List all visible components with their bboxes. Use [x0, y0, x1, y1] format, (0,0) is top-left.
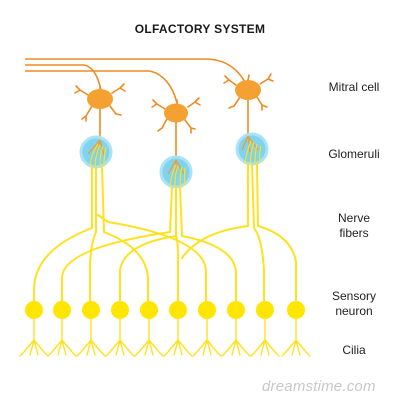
- cilia-7: [192, 318, 222, 357]
- mitral-axons: [25, 58, 249, 104]
- sensory-neurons: [25, 301, 305, 319]
- glomerulus-3: [235, 132, 269, 166]
- label-nerve-fibers-line1: Nerve: [337, 211, 370, 225]
- label-cilia: Cilia: [314, 343, 394, 358]
- sensory-neuron-7: [198, 301, 216, 319]
- nerve-fibers: [33, 163, 297, 309]
- label-nerve-fibers-line2: fibers: [339, 226, 369, 240]
- cilia-6: [163, 318, 193, 357]
- cilia-4: [105, 318, 135, 357]
- label-sensory-neuron-line1: Sensory: [331, 289, 377, 303]
- label-mitral-cell-text: Mitral cell: [328, 80, 380, 94]
- mitral-axon-1: [25, 64, 102, 91]
- cilia-10: [281, 318, 311, 357]
- cilia-2: [47, 318, 77, 357]
- cilia-1: [19, 318, 49, 357]
- label-mitral-cell: Mitral cell: [314, 80, 394, 95]
- mitral-cell-3: [223, 73, 274, 136]
- cilia-3: [76, 318, 106, 357]
- label-glomeruli: Glomeruli: [314, 147, 394, 162]
- cilia: [19, 318, 311, 357]
- mitral-cell-2: [151, 97, 201, 160]
- cilia-8: [221, 318, 251, 357]
- sensory-neuron-4: [111, 301, 129, 319]
- sensory-neuron-5: [140, 301, 158, 319]
- glomerulus-2: [159, 155, 193, 189]
- sensory-neuron-3: [82, 301, 100, 319]
- watermark: dreamstime.com: [262, 378, 376, 395]
- label-cilia-text: Cilia: [342, 343, 366, 357]
- mitral-cell-1: [74, 83, 126, 140]
- sensory-neuron-2: [53, 301, 71, 319]
- mitral-axon-2: [25, 70, 178, 104]
- cilia-5: [134, 318, 164, 357]
- sensory-neuron-6: [169, 301, 187, 319]
- label-sensory-neuron: Sensory neuron: [314, 289, 394, 319]
- diagram-title: OLFACTORY SYSTEM: [134, 22, 266, 36]
- glomerulus-1: [79, 135, 113, 169]
- sensory-neuron-8: [227, 301, 245, 319]
- mitral-axon-3: [25, 58, 249, 89]
- sensory-neuron-9: [256, 301, 274, 319]
- sensory-neuron-10: [287, 301, 305, 319]
- label-glomeruli-text: Glomeruli: [328, 147, 380, 161]
- label-sensory-neuron-line2: neuron: [335, 304, 373, 318]
- cilia-9: [250, 318, 280, 357]
- label-nerve-fibers: Nerve fibers: [314, 211, 394, 241]
- sensory-neuron-1: [25, 301, 43, 319]
